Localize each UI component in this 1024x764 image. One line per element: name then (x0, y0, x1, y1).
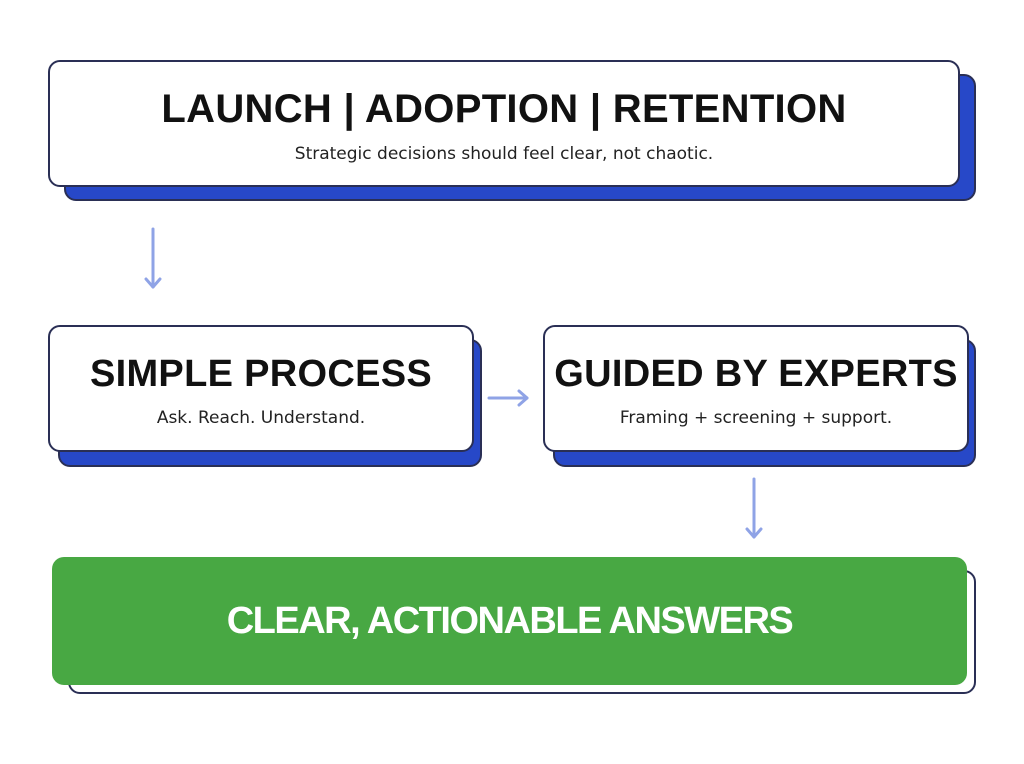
simple-process-card: SIMPLE PROCESS Ask. Reach. Understand. (48, 325, 474, 452)
arrow-down-1 (144, 227, 162, 289)
simple-process-subtitle: Ask. Reach. Understand. (156, 408, 366, 428)
result-card: CLEAR, ACTIONABLE ANSWERS (52, 557, 967, 685)
arrow-right (487, 389, 529, 407)
top-card-title: LAUNCH | ADOPTION | RETENTION (161, 87, 847, 131)
guided-by-experts-title: GUIDED BY EXPERTS (554, 353, 958, 395)
guided-by-experts-card: GUIDED BY EXPERTS Framing + screening + … (543, 325, 969, 452)
top-card: LAUNCH | ADOPTION | RETENTION Strategic … (48, 60, 960, 187)
simple-process-title: SIMPLE PROCESS (89, 353, 433, 395)
guided-by-experts-subtitle: Framing + screening + support. (619, 408, 893, 428)
arrow-down-2 (745, 477, 763, 539)
result-label: CLEAR, ACTIONABLE ANSWERS (226, 599, 794, 642)
top-card-subtitle: Strategic decisions should feel clear, n… (294, 144, 714, 164)
